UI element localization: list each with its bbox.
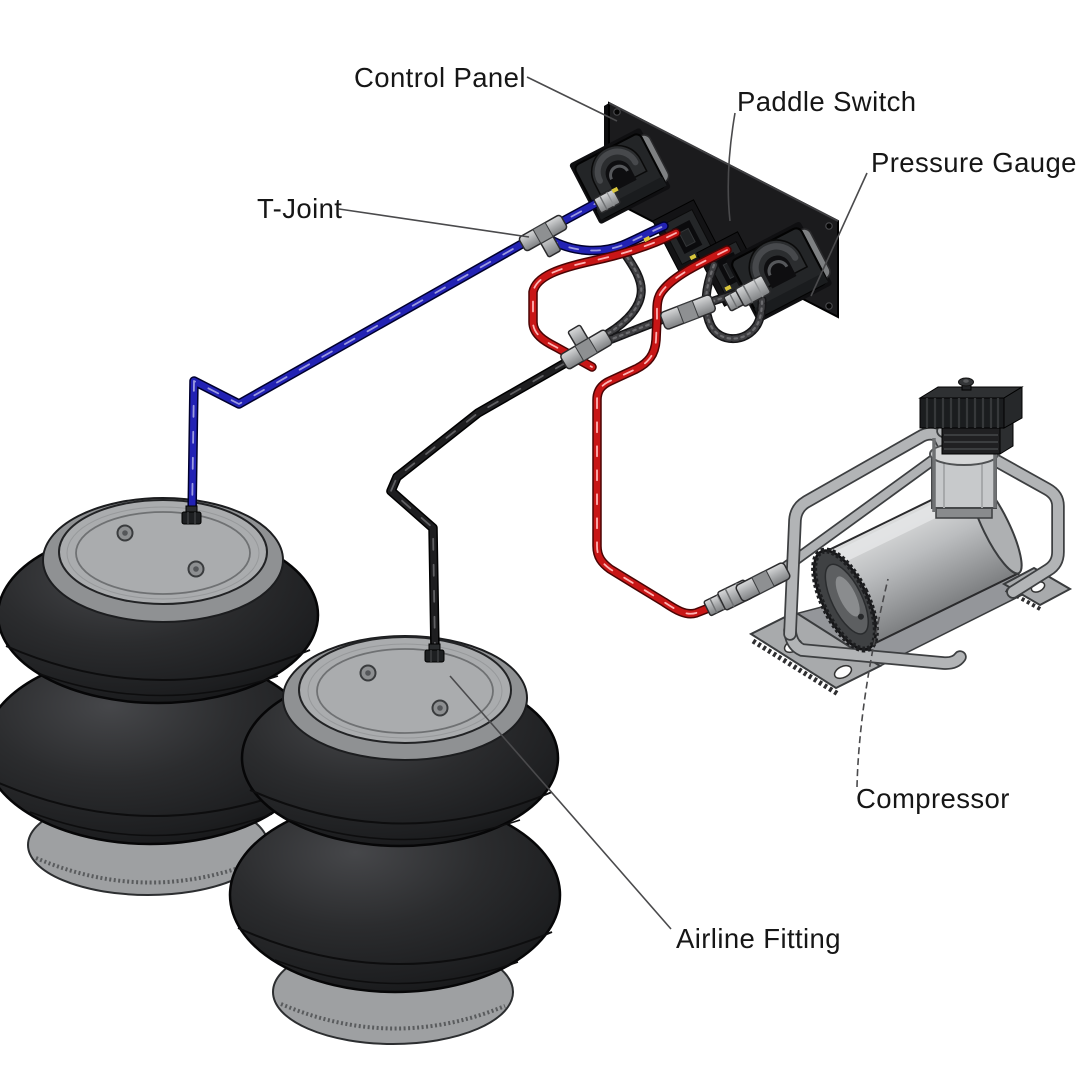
leader-paddle-switch: [727, 112, 736, 222]
air-spring-left-bolt-1: [116, 524, 134, 542]
air-spring-right-bolt-2: [431, 699, 449, 717]
air-spring-right-top-plate: [298, 636, 512, 744]
air-spring-left-top-plate: [58, 499, 268, 605]
compressor: [702, 377, 1073, 697]
air-spring-left: [0, 497, 320, 896]
thread-seal-mark: [724, 284, 732, 292]
leader-control-panel: [526, 76, 618, 122]
compressor-cage-left: [785, 428, 951, 639]
thread-seal-mark: [611, 186, 619, 194]
panel-screw-hole: [613, 108, 621, 116]
air-spring-right-bolt-1: [359, 664, 377, 682]
thread-seal-mark: [643, 235, 651, 243]
label-compressor: Compressor: [856, 783, 1010, 814]
thread-seal-mark: [689, 253, 697, 261]
compressor-cage-right: [938, 426, 1063, 597]
label-airline-fitting: Airline Fitting: [676, 923, 841, 954]
leader-lines: [338, 76, 889, 930]
compressor-foot-serration: [751, 638, 840, 697]
label-control-panel: Control Panel: [354, 62, 526, 93]
compressor-foot-hole: [833, 664, 853, 680]
leader-compressor: [856, 578, 889, 788]
airline-fitting-left-bag: [181, 505, 202, 525]
air-spring-left-bolt-2: [187, 560, 205, 578]
label-paddle-switch: Paddle Switch: [737, 86, 916, 117]
panel-screw-hole: [825, 222, 833, 230]
leader-airline-fitting: [449, 675, 672, 930]
braided-hose-left: [595, 246, 646, 343]
air-spring-right: [228, 635, 562, 1045]
airline-fitting-right-bag: [424, 643, 445, 663]
compressor-inlet-tube: [768, 448, 948, 581]
leader-pressure-gauge: [810, 172, 868, 297]
red-airline: [528, 228, 732, 619]
label-t-joint: T-Joint: [257, 193, 342, 224]
black-airline: [386, 345, 593, 655]
compressor-inlet-fittings: [702, 560, 792, 617]
leader-t-joint: [338, 208, 530, 238]
panel-screw-hole: [825, 302, 833, 310]
label-pressure-gauge: Pressure Gauge: [871, 147, 1077, 178]
